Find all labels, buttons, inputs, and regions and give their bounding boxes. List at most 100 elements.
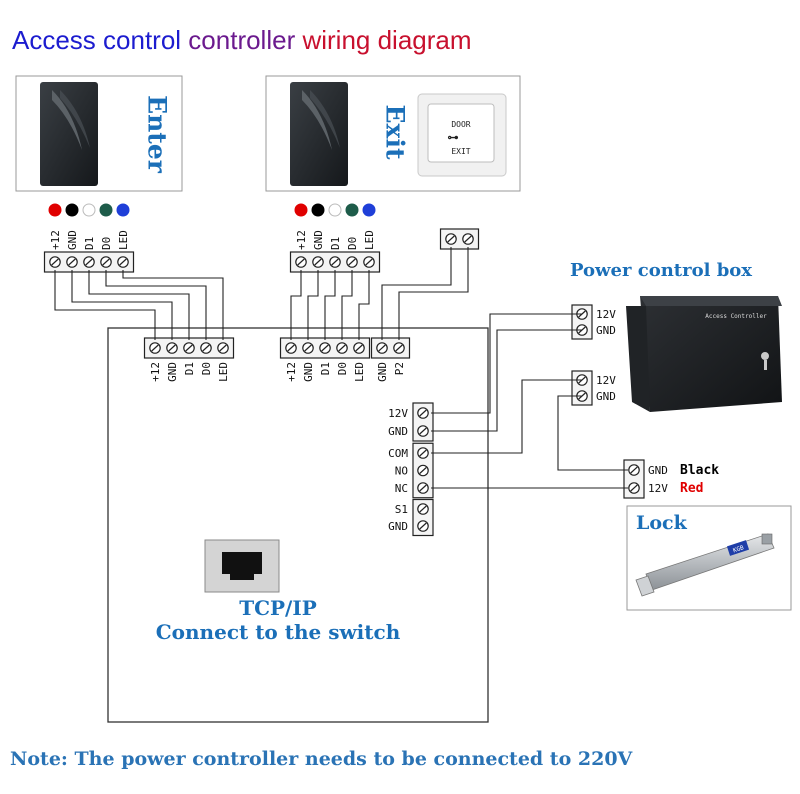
tcp-ip-label: TCP/IP Connect to the switch <box>108 596 448 644</box>
wire-color-dot <box>294 203 308 217</box>
lock-screw-screw-icon <box>628 482 640 494</box>
ctrl-relay-terminal-screw-icon <box>417 464 429 477</box>
lock-pin-label: GND <box>648 464 668 477</box>
enter-terminal-screw-icon <box>100 256 112 268</box>
exit-label-gnd: GND <box>312 230 325 250</box>
ctrl-a-terminal-screw-icon <box>200 342 212 354</box>
exit-terminal-screw-icon <box>346 256 358 268</box>
ctrl-power-terminal-screw-icon <box>417 407 429 419</box>
ctrl-b-terminal-screw-icon <box>336 342 348 354</box>
lock-screw-screw-icon <box>628 464 640 476</box>
enter-label-gnd: GND <box>66 230 79 250</box>
footer-note: Note: The power controller needs to be c… <box>10 748 633 770</box>
enter-terminal-screw-icon <box>117 256 129 268</box>
wire-color-dot <box>116 203 130 217</box>
ctrl-sensor-terminal-screw-icon <box>417 520 429 532</box>
ctrl-side-label: NO <box>395 465 408 478</box>
enter-label-led: LED <box>117 230 130 250</box>
wire-color-dot <box>328 203 342 217</box>
controller-button-terminals <box>370 337 411 359</box>
tcp-ip-line1: TCP/IP <box>239 596 317 620</box>
ctrl-b-label-gnd: GND <box>302 362 315 382</box>
ctrl-c-label-gnd: GND <box>376 362 389 382</box>
wire-color-dot <box>311 203 325 217</box>
power-out2-label: GND <box>596 390 616 403</box>
ctrl-a-label-12: +12 <box>149 362 162 382</box>
lock-pin-label: 12V <box>648 482 668 495</box>
tcp-ip-line2: Connect to the switch <box>155 620 401 644</box>
diagram-title: Access control controller wiring diagram <box>12 24 472 56</box>
power-out1-label: 12V <box>596 308 616 321</box>
ethernet-port-icon <box>204 539 280 593</box>
exit-wire-colors <box>294 203 376 217</box>
wires <box>54 247 628 489</box>
controller-reader2-terminals <box>279 337 371 359</box>
wire-color-dot <box>99 203 113 217</box>
button-terminal-screw-icon <box>462 233 474 245</box>
ctrl-sensor-terminal-screw-icon <box>417 503 429 515</box>
ctrl-c-terminal-screw-icon <box>393 342 405 354</box>
lock-brand: KGB <box>732 544 745 554</box>
exit-label-d1: D1 <box>329 237 342 250</box>
power-out2-label: 12V <box>596 374 616 387</box>
exit-terminal-screw-icon <box>312 256 324 268</box>
lock-title: Lock <box>636 512 687 534</box>
exit-terminal-screw-icon <box>329 256 341 268</box>
enter-label-d0: D0 <box>100 237 113 250</box>
lock-wire-color-label: Black <box>680 463 719 478</box>
exit-button-line1: DOOR <box>451 120 470 129</box>
lock-wire-color-label: Red <box>680 481 703 496</box>
card-reader-icon <box>290 82 348 186</box>
controller-reader1-terminals <box>143 337 235 359</box>
ctrl-b-label-12: +12 <box>285 362 298 382</box>
ctrl-b-terminal-screw-icon <box>285 342 297 354</box>
exit-terminal-block <box>289 251 381 273</box>
power-box-device: Access Controller <box>626 296 782 412</box>
ctrl-relay-terminal-screw-icon <box>417 482 429 494</box>
enter-label-12: +12 <box>49 230 62 250</box>
exit-reader-panel: DOOR ⊶ EXIT <box>265 75 521 192</box>
lock-panel: KGB <box>626 505 792 611</box>
ctrl-c-terminal-screw-icon <box>376 342 388 354</box>
exit-label-led: LED <box>363 230 376 250</box>
power-box-title: Power control box <box>570 260 753 281</box>
wire-color-dot <box>345 203 359 217</box>
ctrl-a-label-d1: D1 <box>183 362 196 375</box>
wire-color-dot <box>48 203 62 217</box>
ctrl-a-label-gnd: GND <box>166 362 179 382</box>
title-part-2: controller <box>188 25 303 55</box>
exit-button-line2: EXIT <box>451 147 470 156</box>
ctrl-a-terminal-screw-icon <box>183 342 195 354</box>
ctrl-a-label-led: LED <box>217 362 230 382</box>
ctrl-side-label: 12V <box>388 407 408 420</box>
ctrl-b-terminal-screw-icon <box>353 342 365 354</box>
ctrl-power-terminal-screw-icon <box>417 425 429 437</box>
exit-terminal-labels: +12 GND D1 D0 LED <box>295 230 376 250</box>
enter-label-box: Enter <box>142 88 172 180</box>
ctrl-b-label-d0: D0 <box>336 362 349 375</box>
exit-button-icon: DOOR ⊶ EXIT <box>417 93 507 177</box>
title-part-1: Access control <box>12 25 189 55</box>
exit-terminal-screw-icon <box>295 256 307 268</box>
ctrl-b-label-led: LED <box>353 362 366 382</box>
enter-terminal-screw-icon <box>66 256 78 268</box>
enter-reader-panel <box>15 75 183 192</box>
ctrl-side-label: COM <box>388 447 408 460</box>
enter-terminal-screw-icon <box>83 256 95 268</box>
exit-label-12: +12 <box>295 230 308 250</box>
ctrl-relay-terminal-screw-icon <box>417 447 429 459</box>
exit-label-d0: D0 <box>346 237 359 250</box>
ctrl-side-label: GND <box>388 425 408 438</box>
svg-text:⊶: ⊶ <box>448 131 459 144</box>
exit-terminal-screw-icon <box>363 256 375 268</box>
title-part-3: wiring diagram <box>302 25 472 55</box>
ctrl-side-label: S1 <box>395 503 408 516</box>
electric-bolt-lock-icon: KGB <box>635 533 775 597</box>
